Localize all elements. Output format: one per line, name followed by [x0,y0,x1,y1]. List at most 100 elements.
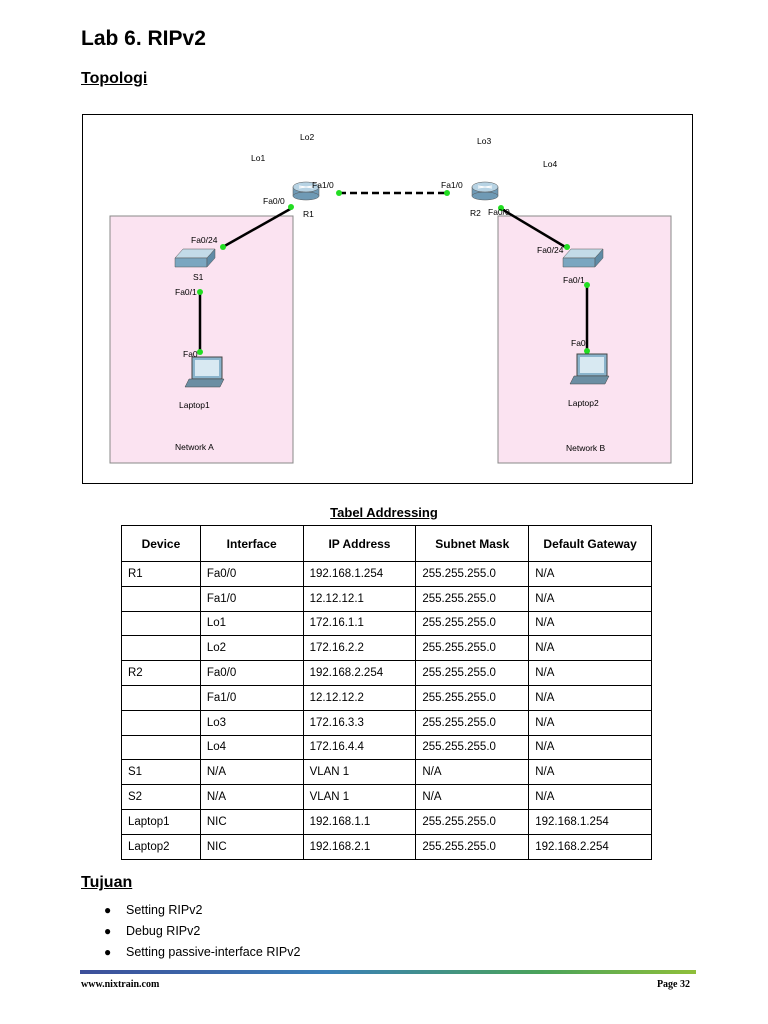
table-cell: S2 [121,784,201,810]
link-dot [498,205,504,211]
column-header: Default Gateway [528,525,652,562]
label-laptop1-fa0: Fa0 [183,349,198,359]
table-cell [121,734,201,761]
table-cell: 192.168.2.254 [528,833,652,860]
label-laptop2-fa0: Fa0 [571,338,586,348]
table-cell: 255.255.255.0 [415,561,530,587]
topology-svg: Lo2 Lo1 Fa1/0 Fa0/0 R1 Lo3 Lo4 Fa1/0 R2 … [109,132,672,464]
link-dot [197,349,203,355]
section-heading-topology: Topologi [81,70,148,87]
link-r1-s1 [220,206,293,250]
table-cell: 172.16.3.3 [302,709,417,736]
label-r2-fa10: Fa1/0 [441,180,463,190]
table-cell: N/A [528,561,652,587]
bullet-icon: ● [104,924,112,938]
table-cell: Fa0/0 [199,660,304,686]
label-lo4: Lo4 [543,159,557,169]
table-cell: 12.12.12.2 [302,684,417,711]
label-lo1: Lo1 [251,153,265,163]
table-cell: N/A [528,585,652,612]
table-cell: 255.255.255.0 [415,734,530,761]
table-cell: 192.168.1.254 [528,808,652,835]
switch-s2-icon [562,248,604,268]
table-cell: N/A [528,660,652,686]
table-cell: 255.255.255.0 [415,808,530,835]
router-r1-icon [292,181,320,201]
bullet-icon: ● [104,945,112,959]
table-cell: 172.16.4.4 [302,734,417,761]
table-cell: Lo2 [199,635,304,662]
table-cell [121,635,201,662]
table-cell: Fa0/0 [199,561,304,587]
table-cell: 172.16.2.2 [302,635,417,662]
table-cell: N/A [528,709,652,736]
table-cell: VLAN 1 [302,759,417,786]
table-cell: NIC [199,833,304,860]
laptop1-icon [184,356,225,388]
footer-divider [80,970,696,974]
table-cell: 192.168.1.254 [302,561,417,587]
table-cell: N/A [415,759,530,786]
label-r2-fa00: Fa0/0 [488,207,510,217]
table-cell [121,709,201,736]
label-s2-fa024: Fa0/24 [537,245,564,255]
list-item: ●Debug RIPv2 [104,922,300,943]
link-r2-s2 [499,206,568,250]
label-lo3: Lo3 [477,136,491,146]
label-lo2: Lo2 [300,132,314,142]
label-r1-fa10: Fa1/0 [312,180,334,190]
table-cell: S1 [121,759,201,786]
link-dot [444,190,450,196]
label-laptop1: Laptop1 [179,400,210,410]
list-item: ●Setting passive-interface RIPv2 [104,943,300,964]
table-cell: Lo1 [199,610,304,637]
footer-page-number: Page 32 [656,979,690,990]
label-laptop2: Laptop2 [568,398,599,408]
link-dot [336,190,342,196]
table-cell: 255.255.255.0 [415,660,530,686]
table-cell [121,585,201,612]
link-dot [220,244,226,250]
table-cell: N/A [415,784,530,810]
link-dot [288,204,294,210]
table-cell: R1 [121,561,201,587]
table-cell: N/A [528,635,652,662]
table-caption: Tabel Addressing [330,505,438,520]
link-dot [564,244,570,250]
table-cell: N/A [528,610,652,637]
goals-list: ●Setting RIPv2 ●Debug RIPv2 ●Setting pas… [104,901,300,964]
link-dot [197,289,203,295]
table-cell: N/A [199,784,304,810]
link-dot [584,282,590,288]
table-cell: 255.255.255.0 [415,635,530,662]
table-cell: Fa1/0 [199,585,304,612]
label-network-a: Network A [175,442,214,452]
table-cell: 255.255.255.0 [415,833,530,860]
table-cell: 192.168.2.254 [302,660,417,686]
page-title: Lab 6. RIPv2 [81,27,206,50]
column-header: Interface [199,525,304,562]
table-cell: VLAN 1 [302,784,417,810]
table-cell: Lo3 [199,709,304,736]
table-cell: N/A [199,759,304,786]
table-cell: 192.168.1.1 [302,808,417,835]
table-cell: N/A [528,734,652,761]
footer-website: www.nixtrain.com [81,979,160,990]
table-cell [121,610,201,637]
column-header: IP Address [302,525,417,562]
label-r1: R1 [303,209,314,219]
table-cell: R2 [121,660,201,686]
label-s1-fa024: Fa0/24 [191,235,218,245]
table-cell: Fa1/0 [199,684,304,711]
laptop2-icon [569,353,610,385]
